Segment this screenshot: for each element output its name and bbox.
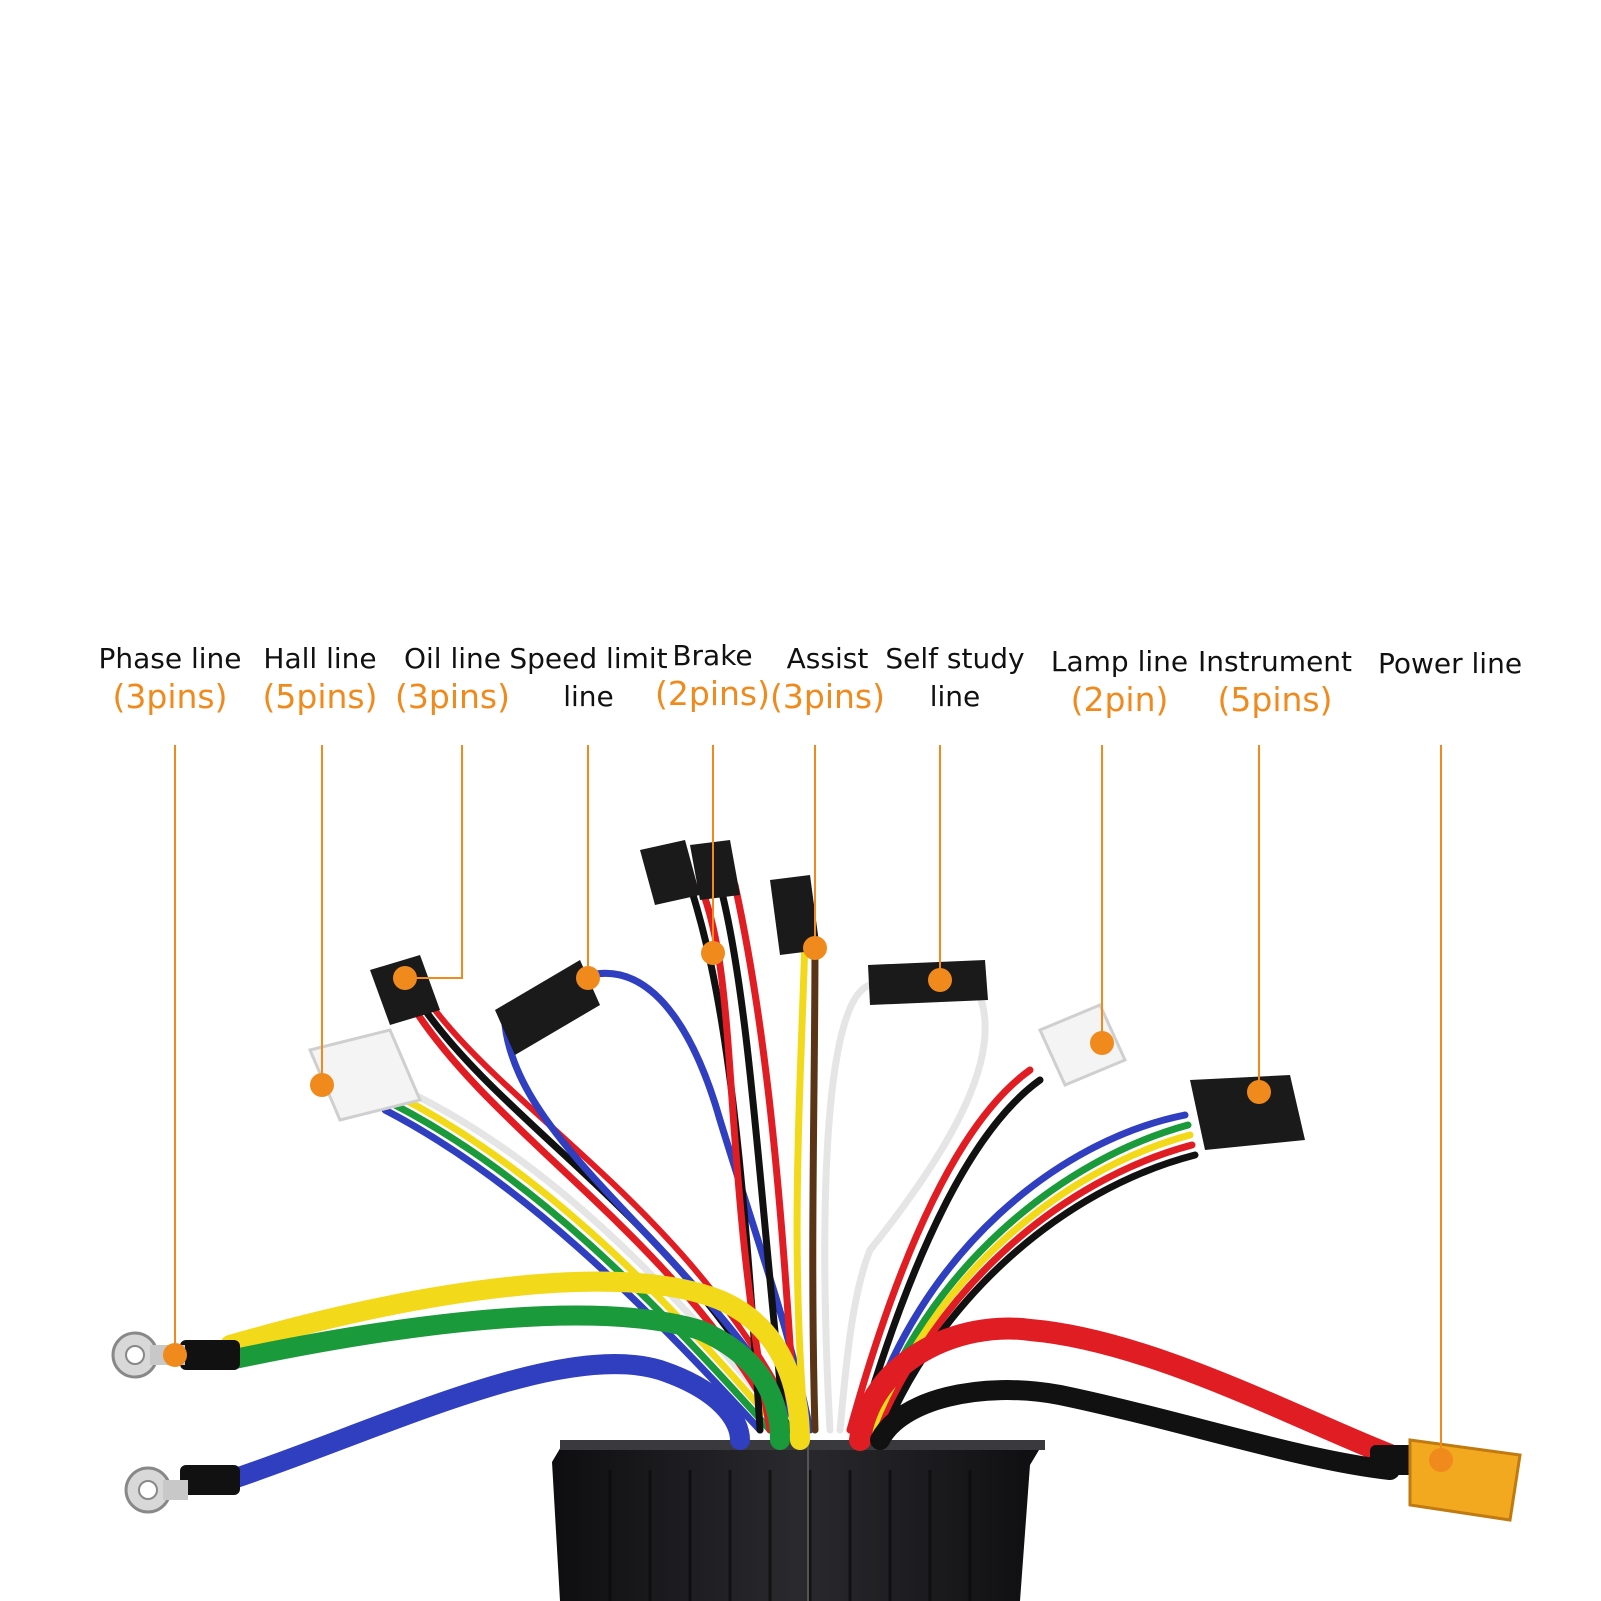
label-name: Oil line xyxy=(403,642,502,675)
label-name-line2: line xyxy=(929,680,981,713)
leader-dots xyxy=(163,936,1453,1472)
label-lamp-line: Lamp line (2pin) xyxy=(1047,643,1192,719)
label-speed-limit-line: Speed limit line xyxy=(506,640,671,716)
label-pins: (3pins) xyxy=(770,677,885,716)
label-name-line2: line xyxy=(563,680,614,713)
label-pins: (5pins) xyxy=(262,677,378,716)
label-assist: Assist (3pins) xyxy=(765,640,890,716)
label-phase-line: Phase line (3pins) xyxy=(80,640,260,716)
label-pins: (3pins) xyxy=(395,677,510,716)
label-hall-line: Hall line (5pins) xyxy=(235,640,405,716)
hall-connector xyxy=(307,1028,423,1122)
lamp-connector xyxy=(1037,1003,1128,1087)
speed-limit-connector xyxy=(495,960,600,1055)
leader-lines xyxy=(174,745,1442,1460)
label-name: Phase line xyxy=(98,642,242,675)
label-name: Self study xyxy=(885,642,1025,675)
label-pins: (3pins) xyxy=(112,677,228,716)
label-instrument: Instrument (5pins) xyxy=(1195,643,1355,719)
label-name: Brake xyxy=(672,639,753,672)
brake-connectors xyxy=(640,840,740,905)
label-name: Hall line xyxy=(263,642,377,675)
ring-terminal-bottom xyxy=(124,1465,240,1514)
label-name: Instrument xyxy=(1197,645,1353,678)
label-pins: (5pins) xyxy=(1217,680,1333,719)
instrument-connector xyxy=(1190,1075,1305,1150)
label-pins: (2pin) xyxy=(1070,680,1169,719)
label-name: Lamp line xyxy=(1050,645,1189,678)
label-name: Power line xyxy=(1377,647,1523,680)
label-oil-line: Oil line (3pins) xyxy=(385,640,520,716)
label-pins: (2pins) xyxy=(655,674,770,713)
power-wires xyxy=(220,1271,1401,1490)
label-name: Assist xyxy=(786,642,869,675)
assist-connector xyxy=(770,875,820,955)
signal-wires xyxy=(381,881,1199,1434)
label-name: Speed limit xyxy=(509,642,668,675)
label-brake: Brake (2pins) xyxy=(645,637,780,713)
self-study-connector xyxy=(868,960,988,1005)
label-self-study-line: Self study line xyxy=(880,640,1030,716)
controller-box xyxy=(552,1440,1045,1601)
label-power-line: Power line xyxy=(1365,645,1535,683)
